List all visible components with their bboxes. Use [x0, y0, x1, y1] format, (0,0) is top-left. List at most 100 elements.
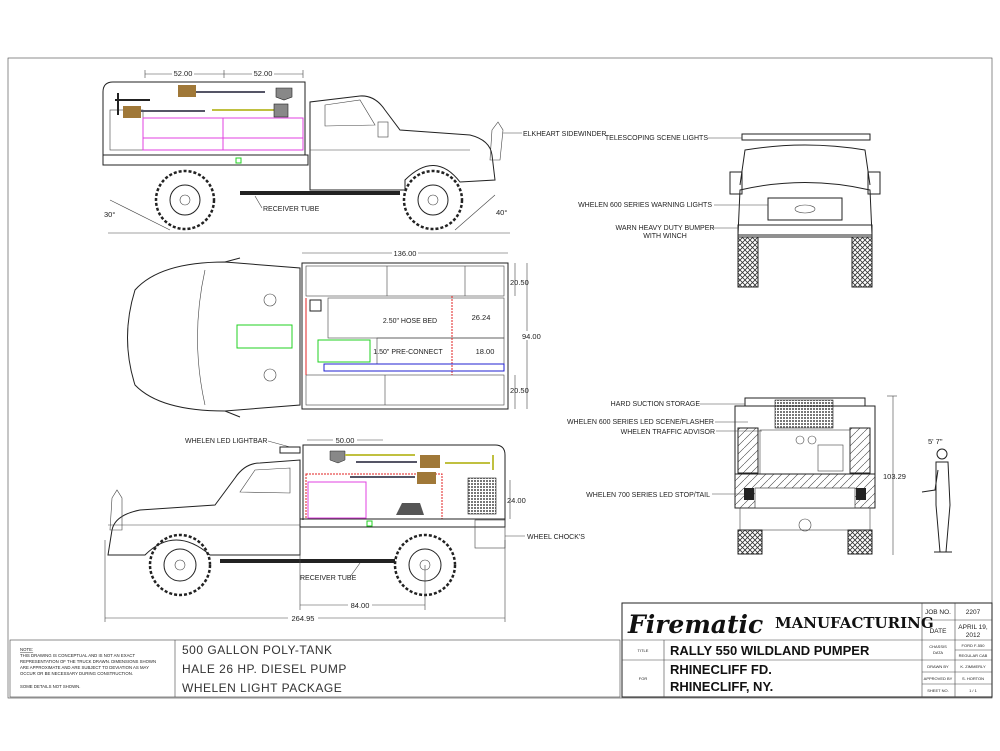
- rear-tire-right: [847, 529, 873, 555]
- compartment-right: [222, 117, 304, 151]
- note-footer: SOME DETAILS NOT SHOWN.: [20, 684, 80, 689]
- stop-tail-light-left: [744, 488, 754, 500]
- rake-icon: [420, 455, 440, 468]
- wheel-front: [402, 169, 464, 231]
- note-line: REPRESENTATION OF THE TRUCK DRAWN. DIMEN…: [20, 659, 156, 664]
- angle-departure: 30°: [104, 210, 115, 219]
- compartment: [307, 481, 367, 519]
- front-tire-left: [737, 236, 759, 288]
- note-line: ARE APPROXIMATE AND ARE SUBJECT TO DEVIA…: [20, 665, 149, 670]
- side-view-top: 52.00 52.00 ELKHEART SIDEWINDER RECEIVER…: [102, 69, 606, 234]
- dim-wheelbase: 84.00: [351, 601, 370, 610]
- title-block: Firematic MANUFACTURING TITLE RALLY 550 …: [621, 602, 993, 698]
- label-warning-lights: WHELEN 600 SERIES WARNING LIGHTS: [578, 202, 712, 209]
- dim-bed-length: 136.00: [394, 249, 417, 258]
- label-scene-lights: TELESCOPING SCENE LIGHTS: [605, 135, 708, 142]
- dim-side-bottom: 20.50: [510, 386, 529, 395]
- pump-panel: [759, 429, 851, 475]
- note-line: THIS DRAWING IS CONCEPTUAL AND IS NOT AN…: [20, 653, 136, 658]
- chassis-model: FORD F-550: [962, 643, 986, 648]
- note-heading: NOTE:: [20, 647, 33, 652]
- chassis-label-2: DATA: [933, 650, 943, 655]
- compartment-left: [142, 117, 224, 151]
- dim-52-left: 52.00: [174, 69, 193, 78]
- bed-body: [102, 81, 306, 155]
- dim-52-right: 52.00: [254, 69, 273, 78]
- front-view: TELESCOPING SCENE LIGHTS WHELEN 600 SERI…: [578, 133, 881, 288]
- drawn-by: K. ZIMMERLY: [960, 664, 986, 669]
- approved-by: S. HORTON: [962, 676, 984, 681]
- cab: [309, 95, 496, 191]
- label-receiver-tube-bottom: RECEIVER TUBE: [300, 575, 357, 582]
- job-label: JOB NO.: [925, 609, 951, 616]
- customer-line-1: RHINECLIFF FD.: [670, 662, 772, 677]
- customer-line-2: RHINECLIFF, NY.: [670, 679, 773, 694]
- cab-window-bottom: [239, 467, 291, 494]
- notes-block: NOTE: THIS DRAWING IS CONCEPTUAL AND IS …: [9, 639, 621, 698]
- label-winch: WITH WINCH: [643, 233, 687, 240]
- side-view-bottom: WHELEN LED LIGHTBAR 50.00 24.00 WHEEL CH…: [104, 436, 585, 623]
- dim-hose-bed: 26.24: [472, 313, 491, 322]
- dim-bed-width: 94.00: [522, 332, 541, 341]
- broom-icon: [417, 472, 436, 484]
- for-label: FOR: [639, 676, 648, 681]
- wheel-front-bottom: [148, 533, 212, 597]
- cab-plan: [127, 261, 301, 412]
- label-preconnect: 1.50" PRE-CONNECT: [373, 349, 443, 356]
- label-hard-suction: HARD SUCTION STORAGE: [611, 401, 701, 408]
- person-height: 5' 7": [928, 437, 943, 446]
- broom-icon: [123, 106, 141, 118]
- sheet-number: 1 / 1: [969, 688, 978, 693]
- dim-preconnect: 18.00: [476, 347, 495, 356]
- date-year: 2012: [966, 632, 981, 639]
- job-number: 2207: [966, 609, 981, 616]
- pulaski-icon: [115, 93, 150, 115]
- label-lightbar: WHELEN LED LIGHTBAR: [185, 438, 267, 445]
- label-sidewinder: ELKHEART SIDEWINDER: [523, 131, 606, 138]
- date-value: APRIL 19,: [958, 624, 988, 631]
- drawn-by-label: DRAWN BY: [927, 664, 949, 669]
- date-label: DATE: [930, 628, 948, 635]
- running-board: [240, 191, 400, 195]
- pump-engine-icon: [396, 503, 424, 515]
- tank-fill: [309, 299, 322, 312]
- sheet-border: [7, 57, 993, 699]
- label-receiver-tube: RECEIVER TUBE: [263, 206, 320, 213]
- bed-body-bottom: [302, 444, 506, 520]
- pump-plan: [236, 324, 293, 349]
- running-board-bottom: [220, 559, 395, 563]
- front-hood: [737, 182, 873, 236]
- shovel-icon: [275, 87, 293, 101]
- dim-overall-height: 103.29: [883, 472, 906, 481]
- spec-tank: 500 GALLON POLY-TANK: [182, 643, 333, 657]
- label-hose-bed: 2.50" HOSE BED: [383, 318, 437, 325]
- approved-by-label: APPROVED BY: [924, 676, 953, 681]
- pulaski-icon: [445, 455, 494, 470]
- dim-overall-length: 264.95: [292, 614, 315, 623]
- dim-bed-height: 24.00: [507, 496, 526, 505]
- note-line: OCCUR OR BE NECESSARY DURING CONSTRUCTIO…: [20, 671, 133, 676]
- person-scale-figure: [921, 448, 952, 553]
- led-lightbar: [279, 446, 301, 454]
- cab-bottom: [107, 459, 301, 556]
- scene-light-bar: [741, 133, 871, 141]
- shovel-icon: [329, 450, 346, 464]
- preconnect-blue-line: [323, 363, 505, 372]
- bed-floor-bottom: [299, 518, 506, 528]
- top-view: 136.00 2.50" HOSE BED 26.24 1.50" PRE-CO…: [127, 249, 547, 418]
- rake-icon: [178, 85, 196, 97]
- dim-compartment: 50.00: [336, 436, 355, 445]
- label-stop-tail: WHELEN 700 SERIES LED STOP/TAIL: [586, 492, 710, 499]
- front-tire-right: [851, 236, 873, 288]
- grille: [767, 197, 843, 221]
- spec-lights: WHELEN LIGHT PACKAGE: [182, 681, 342, 695]
- wheel-chocks: [474, 519, 506, 549]
- grille-vent-bottom: [467, 477, 497, 515]
- wheel-rear: [154, 169, 216, 231]
- warn-bumper: [737, 224, 873, 238]
- side-compartments-bottom: [305, 374, 505, 406]
- cab-window: [324, 99, 376, 127]
- label-bumper: WARN HEAVY DUTY BUMPER: [616, 225, 715, 232]
- rear-tire-left: [737, 529, 763, 555]
- sidewinder-nozzle-icon: [109, 489, 123, 531]
